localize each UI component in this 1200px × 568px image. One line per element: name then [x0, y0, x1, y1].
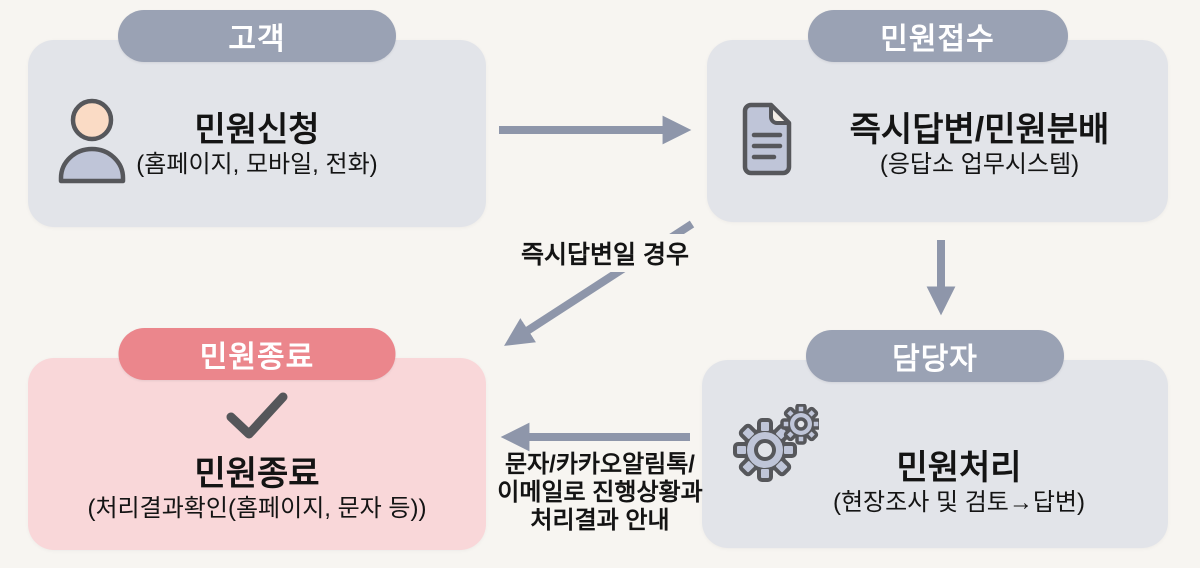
document-icon	[737, 101, 797, 177]
notification-method-label: 문자/카카오알림톡/ 이메일로 진행상황과 처리결과 안내	[450, 451, 750, 535]
notification-method-line3: 처리결과 안내	[530, 507, 670, 534]
immediate-answer-case-label: 즉시답변일 경우	[512, 234, 698, 272]
node-intake-title: 즉시답변/민원분배	[849, 111, 1110, 149]
node-intake-subtitle: (응답소 업무시스템)	[879, 151, 1080, 178]
node-customer-title: 민원신청	[194, 111, 320, 149]
node-customer-subtitle: (홈페이지, 모바일, 전화)	[136, 151, 378, 178]
node-intake-badge: 민원접수	[807, 10, 1068, 62]
node-closure-title: 민원종료	[194, 455, 320, 493]
check-icon	[226, 392, 288, 440]
node-closure-subtitle: (처리결과확인(홈페이지, 문자 등))	[87, 495, 427, 522]
node-intake: 민원접수 즉시답변/민원분배 (응답소 업무시스템)	[707, 10, 1168, 222]
person-icon	[58, 98, 126, 184]
node-closure-badge-label: 민원종료	[199, 341, 315, 374]
notification-method-line2: 이메일로 진행상황과	[497, 479, 703, 506]
notification-method-line1: 문자/카카오알림톡/	[505, 451, 695, 478]
node-handler: 담당자	[702, 330, 1168, 548]
node-customer: 고객 민원신청 (홈페이지, 모바일, 전화)	[28, 10, 486, 227]
node-handler-title: 민원처리	[896, 449, 1022, 487]
node-handler-subtitle: (현장조사 및 검토→답변)	[832, 489, 1086, 516]
node-intake-badge-label: 민원접수	[880, 23, 995, 56]
node-handler-badge-label: 담당자	[892, 343, 978, 376]
node-closure-badge: 민원종료	[118, 328, 396, 380]
gears-icon	[733, 403, 822, 482]
node-closure: 민원종료 민원종료 (처리결과확인(홈페이지, 문자 등))	[28, 328, 486, 550]
node-handler-badge: 담당자	[806, 330, 1064, 382]
node-customer-badge-label: 고객	[228, 23, 286, 56]
node-customer-badge: 고객	[118, 10, 396, 62]
